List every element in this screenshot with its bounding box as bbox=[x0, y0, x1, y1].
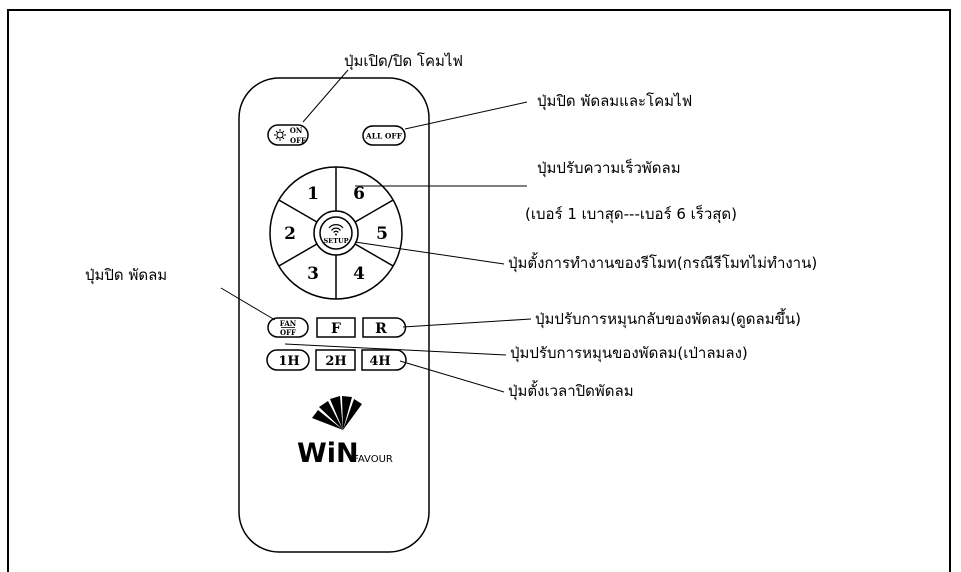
leader-all-off bbox=[404, 101, 528, 130]
on-label: ON bbox=[290, 126, 303, 135]
fan-label: FAN bbox=[280, 319, 297, 328]
speed-2-button[interactable]: 2 bbox=[284, 224, 296, 244]
off-label: OFF bbox=[290, 136, 306, 145]
speed-segment-divider bbox=[354, 199, 394, 223]
reverse-label: R bbox=[375, 321, 387, 337]
callout-setup: ปุ่มตั้งการทำงานของรีโมท(กรณีรีโมทไม่ทำง… bbox=[508, 254, 818, 272]
fan-off-label: OFF bbox=[280, 328, 296, 337]
leader-forward bbox=[284, 343, 507, 356]
leader-fan-off bbox=[220, 287, 276, 321]
speed-3-button[interactable]: 3 bbox=[307, 264, 319, 284]
speed-segment-divider bbox=[354, 243, 394, 267]
all-off-button[interactable]: ALL OFF bbox=[362, 125, 406, 146]
timer-1h-button[interactable]: 1H bbox=[266, 349, 310, 371]
all-off-label: ALL OFF bbox=[365, 132, 403, 141]
fan-off-button[interactable]: FAN OFF bbox=[267, 317, 309, 338]
speed-5-button[interactable]: 5 bbox=[376, 224, 388, 244]
callout-all-off: ปุ่มปิด พัดลมและโคมไฟ bbox=[537, 92, 693, 110]
leader-timer bbox=[399, 360, 505, 393]
brand-sub: FAVOUR bbox=[353, 454, 393, 465]
brand-main: WiN bbox=[297, 438, 359, 469]
leader-setup bbox=[354, 241, 505, 265]
reverse-button[interactable]: R bbox=[362, 317, 407, 338]
callout-fan-off: ปุ่มปิด พัดลม bbox=[85, 266, 168, 284]
setup-button[interactable]: SETUP bbox=[319, 216, 353, 250]
callout-reverse: ปุ่มปรับการหมุนกลับของพัดลม(ดูดลมขึ้น) bbox=[535, 310, 801, 328]
timer-2h-button[interactable]: 2H bbox=[315, 349, 356, 371]
timer-1h-label: 1H bbox=[278, 354, 299, 369]
speed-segment-divider bbox=[278, 199, 318, 223]
callout-forward: ปุ่มปรับการหมุนของพัดลม(เป่าลมลง) bbox=[510, 344, 748, 362]
speed-4-button[interactable]: 4 bbox=[353, 264, 365, 284]
light-toggle-button[interactable]: ON OFF bbox=[267, 124, 309, 146]
forward-label: F bbox=[331, 321, 341, 337]
callout-timer: ปุ่มตั้งเวลาปิดพัดลม bbox=[508, 382, 634, 400]
speed-1-button[interactable]: 1 bbox=[307, 184, 319, 204]
speed-segment-divider bbox=[278, 243, 318, 267]
callout-speed-range: (เบอร์ 1 เบาสุด---เบอร์ 6 เร็วสุด) bbox=[525, 205, 737, 223]
wifi-icon bbox=[328, 224, 344, 236]
leader-light-toggle bbox=[302, 69, 349, 123]
frame-border bbox=[7, 9, 951, 572]
timer-2h-label: 2H bbox=[325, 354, 346, 369]
leader-reverse bbox=[402, 318, 532, 328]
callout-light-toggle: ปุ่มเปิด/ปิด โคมไฟ bbox=[344, 52, 464, 70]
setup-label: SETUP bbox=[323, 237, 348, 245]
speed-6-button[interactable]: 6 bbox=[353, 184, 365, 204]
brand-logo: WiN FAVOUR bbox=[297, 396, 393, 469]
forward-button[interactable]: F bbox=[316, 317, 356, 338]
callout-speed-title: ปุ่มปรับความเร็วพัดลม bbox=[537, 159, 681, 177]
fan-blades-icon bbox=[312, 396, 362, 430]
leader-lines bbox=[220, 69, 532, 393]
timer-4h-button[interactable]: 4H bbox=[361, 349, 407, 371]
sun-icon bbox=[274, 129, 286, 141]
timer-4h-label: 4H bbox=[369, 354, 390, 369]
